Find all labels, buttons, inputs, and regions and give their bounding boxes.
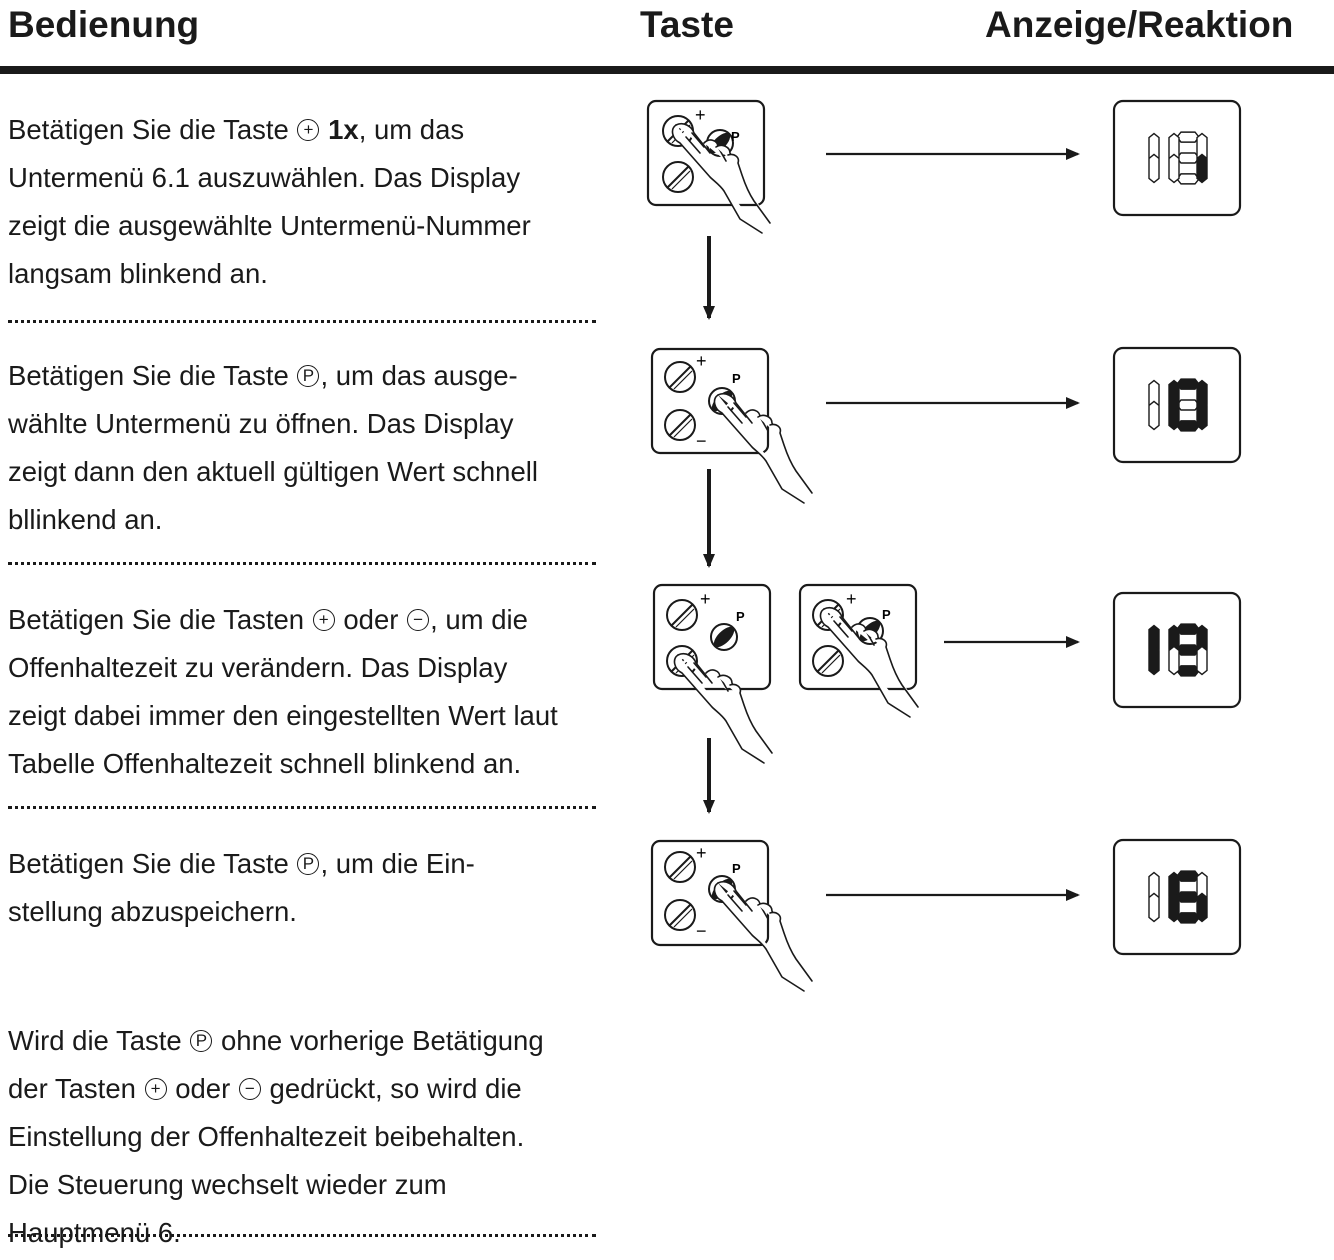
header-rule xyxy=(0,66,1334,74)
display-right-seg-g xyxy=(1176,891,1200,903)
plus-key-icon: + xyxy=(312,609,335,631)
step-2-line-2: wählte Untermenü zu öffnen. Das Display xyxy=(8,408,514,439)
note-line-1-pre: Wird die Taste xyxy=(8,1025,190,1056)
step-4-line-1-post: , um die Ein- xyxy=(320,848,475,879)
note-line-3: Einstellung der Offenhaltezeit beibehalt… xyxy=(8,1121,525,1152)
column-header-anzeige: Anzeige/Reaktion xyxy=(985,4,1294,45)
keypad-plus-label: + xyxy=(696,351,707,371)
display-right-seg-g xyxy=(1176,399,1200,411)
note-line-2-post: gedrückt, so wird die xyxy=(261,1073,522,1104)
p-key-icon: P xyxy=(297,853,320,875)
display-right-seg-a xyxy=(1176,131,1200,143)
keypad-minus-label: − xyxy=(696,431,707,451)
keypad-p-label: P xyxy=(731,129,740,144)
step-1-line-1-post: , um das xyxy=(358,114,465,145)
display-left-seg-c xyxy=(1148,153,1160,184)
step-3-line-1-pre: Betätigen Sie die Tasten xyxy=(8,604,312,635)
display-left-seg-c xyxy=(1148,892,1160,923)
step-1-count: 1x xyxy=(328,114,359,145)
display-right-seg-a xyxy=(1176,870,1200,882)
keypad-minus-label: − xyxy=(696,921,707,941)
keypad-4: + P − xyxy=(650,839,813,992)
display-left-seg-c xyxy=(1148,400,1160,431)
display-right-seg-c xyxy=(1196,153,1208,184)
note-line-4: Die Steuerung wechselt wieder zum xyxy=(8,1169,447,1200)
display-right-seg-e xyxy=(1168,892,1180,923)
step-3-line-2: Offenhaltezeit zu verändern. Das Display xyxy=(8,652,508,683)
note-line-5: Hauptmenü 6. xyxy=(8,1217,181,1248)
display-right-seg-d xyxy=(1176,912,1200,924)
display-right-seg-c xyxy=(1196,892,1208,923)
display-right-seg-e xyxy=(1168,400,1180,431)
plus-key-icon: + xyxy=(144,1078,167,1100)
display-right-seg-a xyxy=(1176,378,1200,390)
step-3-line-1-post: , um die xyxy=(430,604,528,635)
keypad-plus-label: + xyxy=(846,589,857,609)
display-panel-4 xyxy=(1112,838,1242,956)
note-line-2-mid: oder xyxy=(167,1073,238,1104)
column-header-bedienung: Bedienung xyxy=(8,4,200,45)
p-key-icon: P xyxy=(297,365,320,387)
display-right-seg-g xyxy=(1176,152,1200,164)
step-1-line-4: langsam blinkend an. xyxy=(8,258,268,289)
note-line-1-post: ohne vorherige Betätigung xyxy=(213,1025,544,1056)
display-panel-1 xyxy=(1112,99,1242,217)
step-1-line-2: Untermenü 6.1 auszuwählen. Das Display xyxy=(8,162,521,193)
display-left-seg-c xyxy=(1148,645,1160,676)
minus-key-icon: − xyxy=(407,609,430,631)
separator-3 xyxy=(8,806,596,809)
display-right-seg-c xyxy=(1196,645,1208,676)
keypad-p-label: P xyxy=(732,861,741,876)
display-right-seg-c xyxy=(1196,400,1208,431)
display-right-seg-d xyxy=(1176,665,1200,677)
step-1-text: Betätigen Sie die Taste + 1x, um das Unt… xyxy=(8,106,598,298)
minus-key-icon: − xyxy=(238,1078,261,1100)
step-2-text: Betätigen Sie die Taste P, um das ausge-… xyxy=(8,352,598,544)
step-3-line-1-mid: oder xyxy=(335,604,407,635)
step-2-line-3: zeigt dann den aktuell gültigen Wert sch… xyxy=(8,456,538,487)
step-2-line-1-pre: Betätigen Sie die Taste xyxy=(8,360,297,391)
display-panel-2 xyxy=(1112,346,1242,464)
display-right-seg-a xyxy=(1176,623,1200,635)
step-4-line-1-pre: Betätigen Sie die Taste xyxy=(8,848,297,879)
keypad-plus-label: + xyxy=(700,589,711,609)
keypad-3a: + P xyxy=(652,583,773,764)
keypad-p-label: P xyxy=(732,371,741,386)
step-3-line-4: Tabelle Offenhaltezeit schnell blinkend … xyxy=(8,748,522,779)
step-2-line-4: bllinkend an. xyxy=(8,504,163,535)
display-right-seg-e xyxy=(1168,153,1180,184)
step-3-line-3: zeigt dabei immer den eingestellten Wert… xyxy=(8,700,558,731)
note-text: Wird die Taste P ohne vorherige Betätigu… xyxy=(8,1017,598,1257)
separator-1 xyxy=(8,320,596,323)
p-key-icon: P xyxy=(190,1030,213,1052)
plus-key-icon: + xyxy=(297,119,320,141)
displays xyxy=(1112,99,1242,956)
step-2-line-1-post: , um das ausge- xyxy=(320,360,518,391)
keypad-p-label: P xyxy=(882,607,891,622)
keypad-2: + P − xyxy=(650,347,813,504)
step-4-text: Betätigen Sie die Taste P, um die Ein- s… xyxy=(8,840,598,936)
note-line-2-pre: der Tasten xyxy=(8,1073,144,1104)
keypad-3b: + P xyxy=(798,583,919,718)
display-right-seg-d xyxy=(1176,173,1200,185)
keypad-plus-label: + xyxy=(695,105,706,125)
display-right-seg-d xyxy=(1176,420,1200,432)
keypad-plus-label: + xyxy=(696,843,707,863)
step-4-line-2: stellung abzuspeichern. xyxy=(8,896,297,927)
separator-4 xyxy=(8,1234,596,1237)
display-panel-3 xyxy=(1112,591,1242,709)
keypad-p-label: P xyxy=(736,609,745,624)
step-3-text: Betätigen Sie die Tasten + oder −, um di… xyxy=(8,596,598,788)
display-right-seg-g xyxy=(1176,644,1200,656)
display-right-seg-e xyxy=(1168,645,1180,676)
column-header-taste: Taste xyxy=(640,4,734,45)
step-1-line-3: zeigt die ausgewählte Untermenü-Nummer xyxy=(8,210,531,241)
separator-2 xyxy=(8,562,596,565)
step-1-line-1-pre: Betätigen Sie die Taste xyxy=(8,114,297,145)
keypad-1: + P xyxy=(646,99,771,234)
